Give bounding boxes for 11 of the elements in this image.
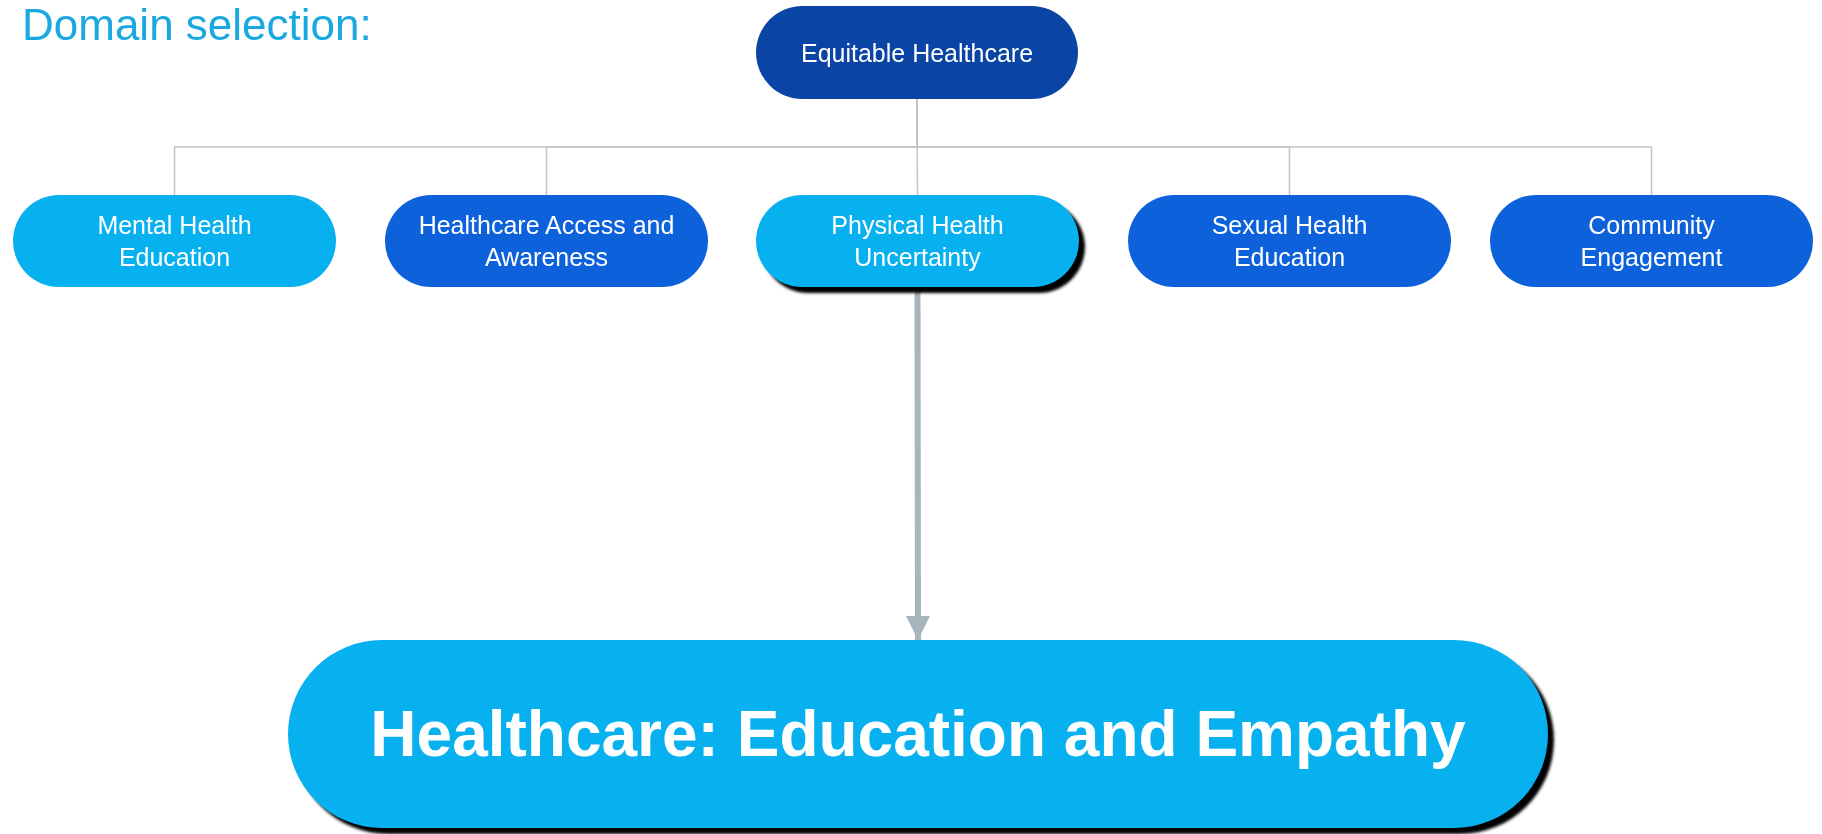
node-label: Physical Health Uncertainty <box>830 210 1005 273</box>
node-label: Healthcare Access and Awareness <box>417 210 676 273</box>
rounded-node <box>756 195 1079 287</box>
node-label: Healthcare: Education and Empathy <box>370 697 1466 771</box>
node-label: Mental Health Education <box>96 210 253 273</box>
node-label: Equitable Healthcare <box>800 37 1034 69</box>
title: Domain selection: <box>22 0 372 50</box>
node-label: Community Engagement <box>1579 210 1724 273</box>
rounded-node <box>288 640 1548 828</box>
arrow <box>905 287 930 640</box>
node-label: Sexual Health Education <box>1210 210 1369 273</box>
